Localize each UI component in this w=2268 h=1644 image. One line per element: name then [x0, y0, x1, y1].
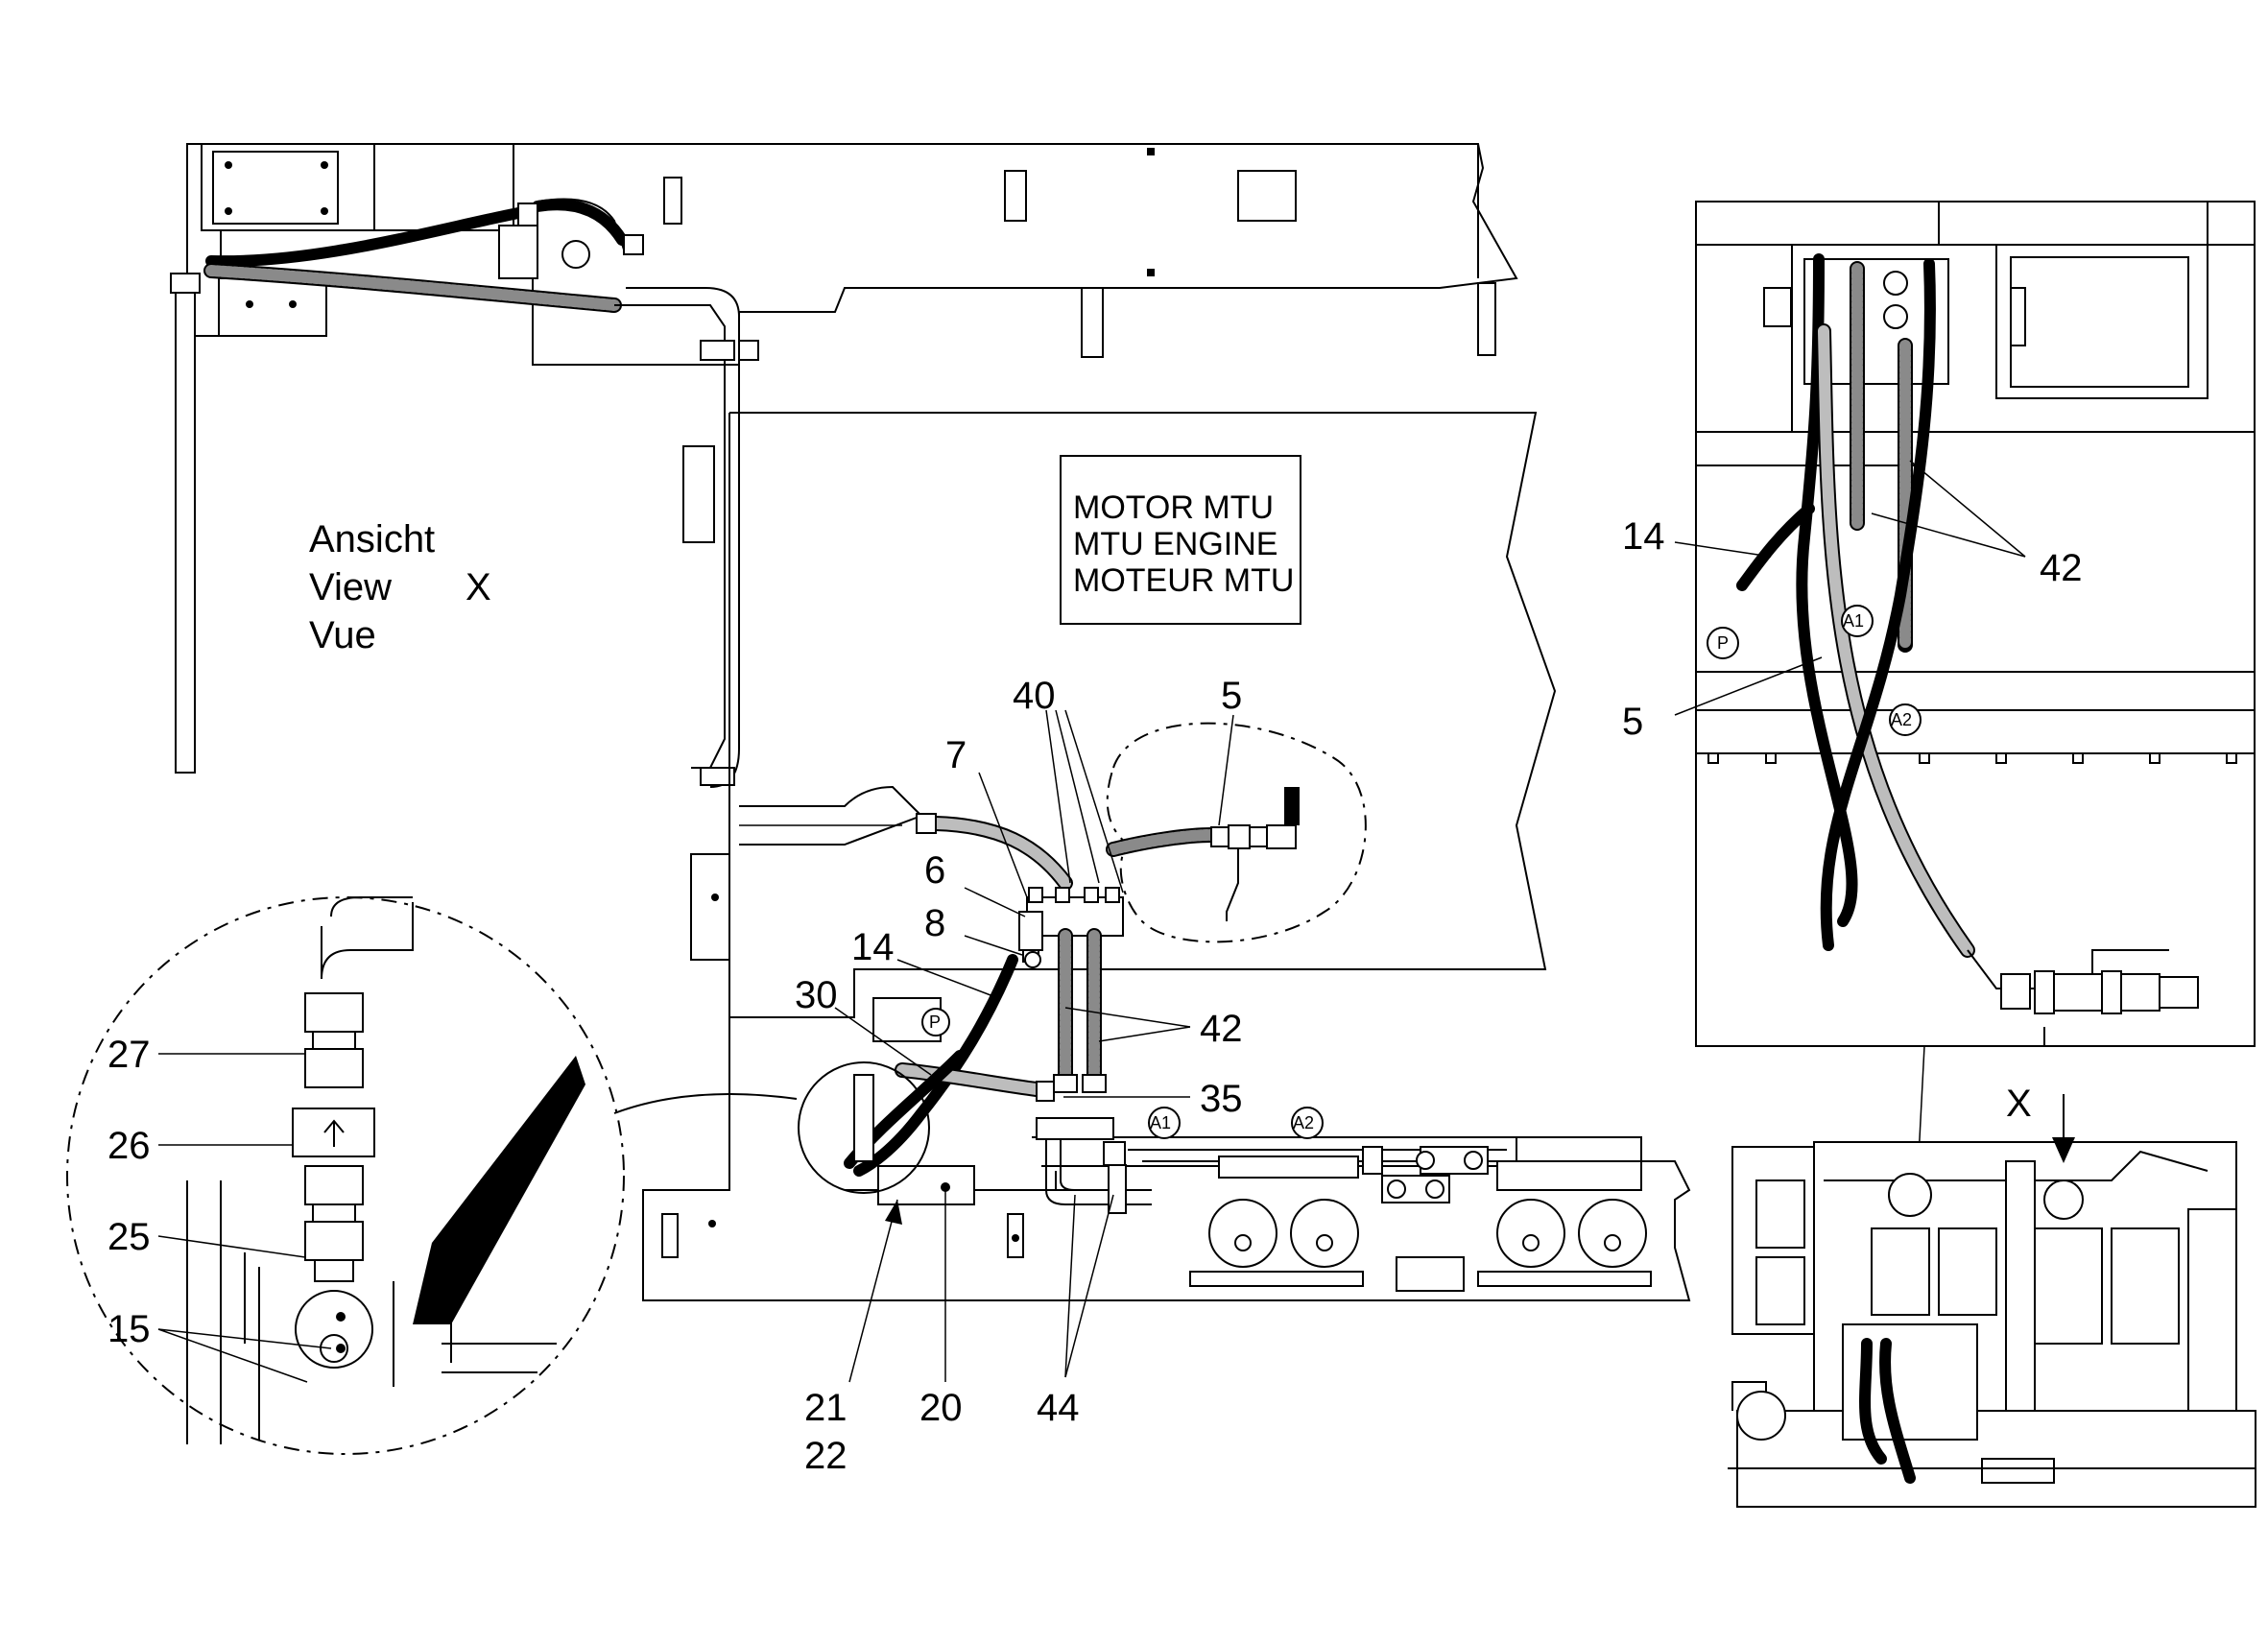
detail-callout-leaders — [157, 1053, 332, 1383]
callout-5: 5 — [1221, 675, 1242, 717]
overview-view-letter: X — [2006, 1083, 2032, 1125]
port-a2: A2 — [1293, 1113, 1314, 1132]
hose-14 — [853, 954, 1018, 1177]
inset-callout-14: 14 — [1622, 515, 1665, 558]
hose-30 — [895, 1062, 1055, 1102]
engine-label-line1: MOTOR MTU — [1073, 489, 1274, 526]
inset-view: P A1 A2 — [1674, 201, 2256, 1047]
hoses-42 — [1053, 928, 1107, 1093]
left-pipe — [170, 273, 201, 774]
callout-6: 6 — [924, 849, 945, 892]
inset-port-a1: A1 — [1843, 611, 1864, 631]
middle-hoses — [739, 785, 1300, 921]
port-a1: A1 — [1150, 1113, 1171, 1132]
callout-35: 35 — [1200, 1078, 1243, 1120]
callout-22: 22 — [804, 1435, 848, 1477]
inset-port-a2: A2 — [1891, 710, 1912, 729]
engine-outline — [690, 412, 1557, 1018]
inset-callout-42: 42 — [2040, 547, 2083, 589]
top-hoses — [203, 198, 759, 788]
port-p: P — [929, 1013, 941, 1032]
detail-circle — [66, 896, 625, 1455]
detail-callout-15: 15 — [107, 1308, 151, 1350]
detail-callout-25: 25 — [107, 1216, 151, 1258]
callout-30: 30 — [795, 974, 838, 1016]
detail-circle-small — [798, 1061, 930, 1194]
callout-8: 8 — [924, 902, 945, 944]
valve-block — [1018, 887, 1124, 968]
engine-label-line2: MTU ENGINE — [1073, 526, 1277, 562]
overview-engine — [1728, 1045, 2256, 1508]
view-label-line1: Ansicht — [309, 518, 435, 560]
callout-14: 14 — [851, 926, 895, 968]
detail-leader — [613, 1093, 798, 1114]
view-label-line3: Vue — [309, 614, 376, 656]
inset-callout-5: 5 — [1622, 701, 1643, 743]
callout-21: 21 — [804, 1387, 848, 1429]
callout-40: 40 — [1013, 675, 1056, 717]
callout-20: 20 — [919, 1387, 963, 1429]
main-callout-leaders — [834, 709, 1234, 1383]
detail-callout-27: 27 — [107, 1034, 151, 1076]
view-label-letter: X — [466, 566, 491, 608]
callout-7: 7 — [945, 734, 967, 776]
view-label-line2: View — [309, 566, 392, 608]
upper-frame — [186, 143, 1518, 366]
engine-label-line3: MOTEUR MTU — [1073, 562, 1294, 599]
callout-42: 42 — [1200, 1008, 1243, 1050]
callout-44: 44 — [1037, 1387, 1080, 1429]
fitting-stack-small — [853, 1074, 874, 1162]
detail-callout-26: 26 — [107, 1125, 151, 1167]
engine-label-box — [1060, 455, 1301, 625]
inset-port-p: P — [1717, 633, 1729, 653]
lower-frame: P A1 A2 — [642, 997, 1691, 1301]
